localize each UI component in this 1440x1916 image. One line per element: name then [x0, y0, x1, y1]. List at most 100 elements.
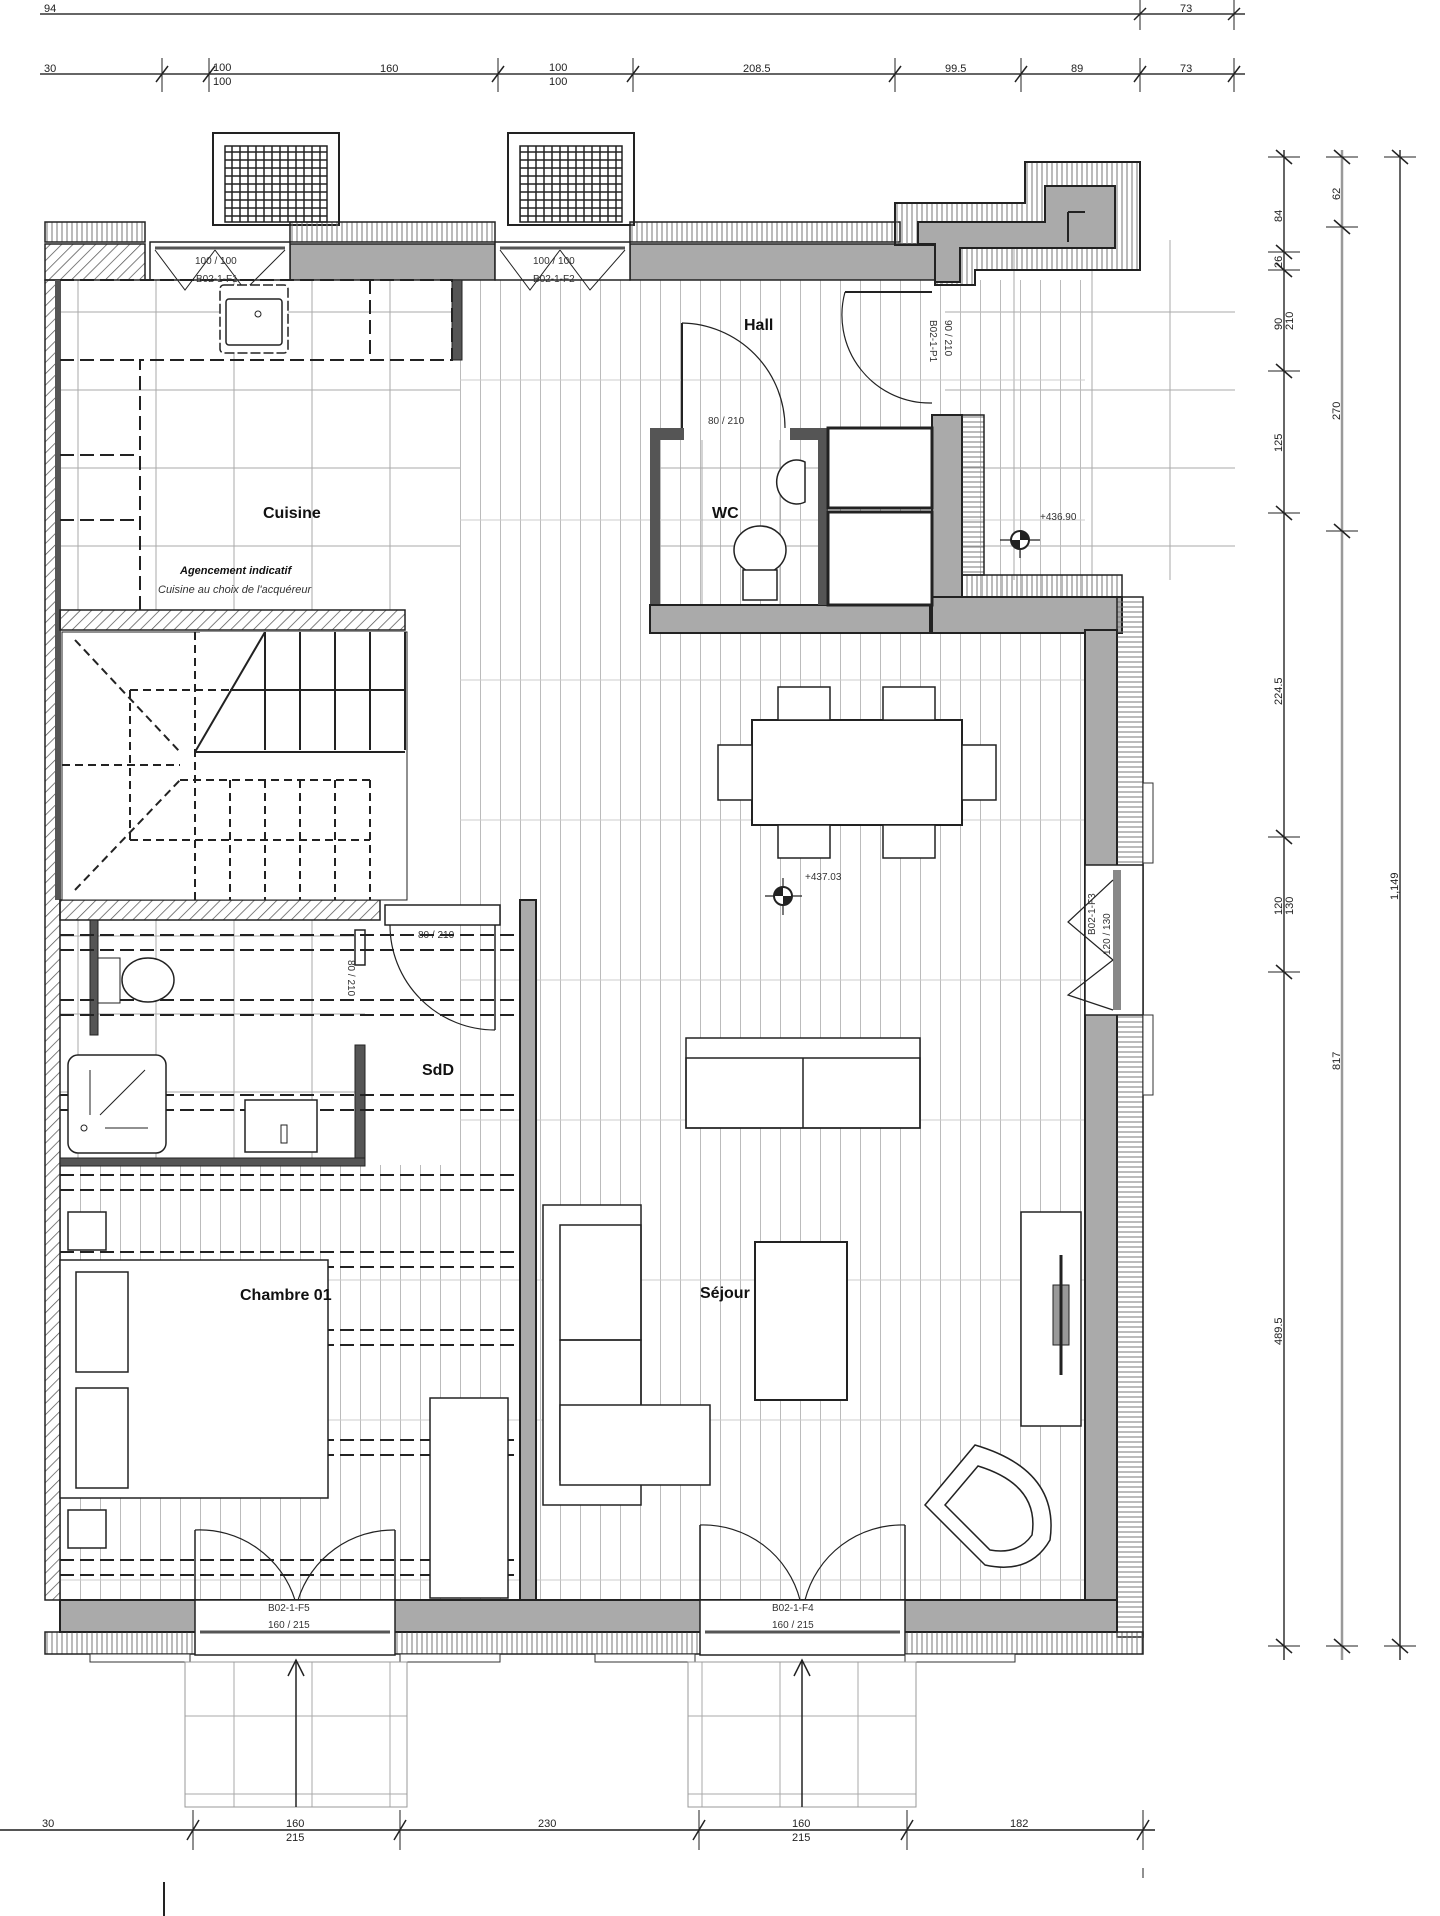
- sejour-door-opening: [699, 1599, 906, 1656]
- right-dimension-col-3: 1,149: [1384, 149, 1416, 1660]
- level-marker-terrace: [1000, 530, 1040, 558]
- chambre-door-dims: 160 / 215: [268, 1620, 310, 1631]
- staircase: [61, 631, 408, 901]
- level-living: +437.03: [805, 872, 842, 883]
- dim-label: 230: [538, 1818, 556, 1830]
- chambre-door-code: B02-1-F5: [268, 1603, 310, 1614]
- dim-label: 130: [1284, 897, 1296, 915]
- room-label-sejour: Séjour: [700, 1285, 750, 1302]
- window-f1: [149, 241, 291, 291]
- dim-label: 84: [1273, 210, 1285, 222]
- room-label-chambre: Chambre 01: [240, 1287, 332, 1304]
- dim-label: 62: [1331, 188, 1343, 200]
- entry-door-dims: 90 / 210: [942, 320, 953, 357]
- kitchen-note-subtitle: Cuisine au choix de l'acquéreur: [158, 584, 312, 596]
- dim-label: 160: [792, 1818, 810, 1830]
- wall: [629, 243, 936, 281]
- bottom-dimension-row: 30 160 215 230 160 215 182: [0, 1810, 1155, 1916]
- front-steps-sejour: [687, 1658, 917, 1808]
- dim-label: 30: [42, 1818, 54, 1830]
- window-f2: [494, 241, 631, 291]
- dim-label: 73: [1180, 3, 1192, 15]
- wall: [519, 899, 537, 1601]
- entry-door-code: B02-1-P1: [927, 320, 938, 363]
- coffee-table: [754, 1241, 848, 1401]
- wall: [1084, 629, 1118, 1601]
- dim-label: 125: [1273, 434, 1285, 452]
- sejour-door[interactable]: [699, 1524, 906, 1601]
- dim-label: 89: [1071, 63, 1083, 75]
- sejour-door-dims: 160 / 215: [772, 1620, 814, 1631]
- entry-door[interactable]: [841, 291, 933, 404]
- room-label-hall: Hall: [744, 317, 773, 334]
- wc-door-dims: 80 / 210: [708, 416, 745, 427]
- dim-label: 160: [380, 63, 398, 75]
- sdd-door-dims: 80 / 210: [418, 930, 455, 941]
- dim-label: 215: [286, 1832, 304, 1844]
- window-f2-dims: 100 / 100: [533, 256, 575, 267]
- front-steps-chambre: [184, 1658, 408, 1808]
- window-f2-code: B02-1-F2: [533, 274, 575, 285]
- side-window-code: B02-1-F3: [1087, 893, 1098, 935]
- dim-label: 100: [549, 76, 567, 88]
- room-label-cuisine: Cuisine: [263, 505, 321, 522]
- light-well-1: [212, 132, 340, 226]
- armchair: [923, 1444, 1052, 1568]
- light-well-2: [507, 132, 635, 226]
- right-dimension-col-1: 84 26 90 210 125 224.5 120 130 489.5: [1268, 149, 1300, 1660]
- room-label-sdd: SdD: [422, 1062, 454, 1079]
- wall: [931, 596, 1123, 634]
- entry-porch-structure: [894, 161, 1141, 286]
- dim-label: 817: [1331, 1052, 1343, 1070]
- right-dimension-col-2: 62 270 817: [1326, 149, 1358, 1660]
- kitchen-note-title: Agencement indicatif: [179, 565, 293, 577]
- dim-label: 73: [1180, 63, 1192, 75]
- dim-label: 26: [1273, 256, 1285, 268]
- corner-sofa: [542, 1204, 711, 1506]
- wall: [59, 609, 406, 631]
- window-f1-code: B02-1-F1: [196, 274, 238, 285]
- chambre-door-opening: [194, 1599, 396, 1656]
- dim-label: 99.5: [945, 63, 966, 75]
- side-window-dims: 120 / 130: [1102, 913, 1113, 955]
- sdd-door2-dims: 80 / 210: [345, 960, 356, 997]
- chambre-door[interactable]: [194, 1529, 396, 1601]
- wardrobe: [429, 1397, 509, 1599]
- dim-label: 1,149: [1389, 872, 1401, 900]
- wall: [59, 899, 381, 921]
- dim-label: 94: [44, 3, 56, 15]
- dim-label: 215: [792, 1832, 810, 1844]
- wall: [649, 604, 931, 634]
- wc-handbasin: [775, 459, 806, 505]
- dim-label: 100: [213, 76, 231, 88]
- dim-label: 120: [1273, 897, 1285, 915]
- dining-table: [717, 686, 997, 859]
- top-dimension-row-2: 30 100 100 160 100 100 208.5 99.5 89 73: [40, 58, 1245, 92]
- dim-label: 100: [213, 62, 231, 74]
- dim-label: 90: [1273, 318, 1285, 330]
- wc-toilet: [733, 525, 787, 601]
- top-dimension-row-1: 94 73: [40, 0, 1245, 30]
- sdd-door[interactable]: [384, 904, 501, 1031]
- dim-label: 489.5: [1273, 1317, 1285, 1345]
- dim-label: 100: [549, 62, 567, 74]
- wc-door[interactable]: [681, 322, 786, 429]
- sdd-toilet: [97, 957, 175, 1004]
- shower-tray: [67, 1054, 167, 1154]
- dim-label: 210: [1284, 312, 1296, 330]
- dim-label: 224.5: [1273, 677, 1285, 705]
- kitchen-counter: [60, 279, 453, 610]
- dim-label: 270: [1331, 402, 1343, 420]
- tv-unit: [1020, 1211, 1082, 1427]
- kitchen-sink: [219, 284, 289, 354]
- sdd-washbasin: [244, 1099, 318, 1153]
- bed: [59, 1211, 329, 1549]
- dim-label: 182: [1010, 1818, 1028, 1830]
- sofa-back: [685, 1037, 921, 1129]
- dim-label: 30: [44, 63, 56, 75]
- sejour-door-code: B02-1-F4: [772, 1603, 814, 1614]
- wall: [289, 243, 496, 281]
- room-label-wc: WC: [712, 505, 739, 522]
- level-terrace: +436.90: [1040, 512, 1077, 523]
